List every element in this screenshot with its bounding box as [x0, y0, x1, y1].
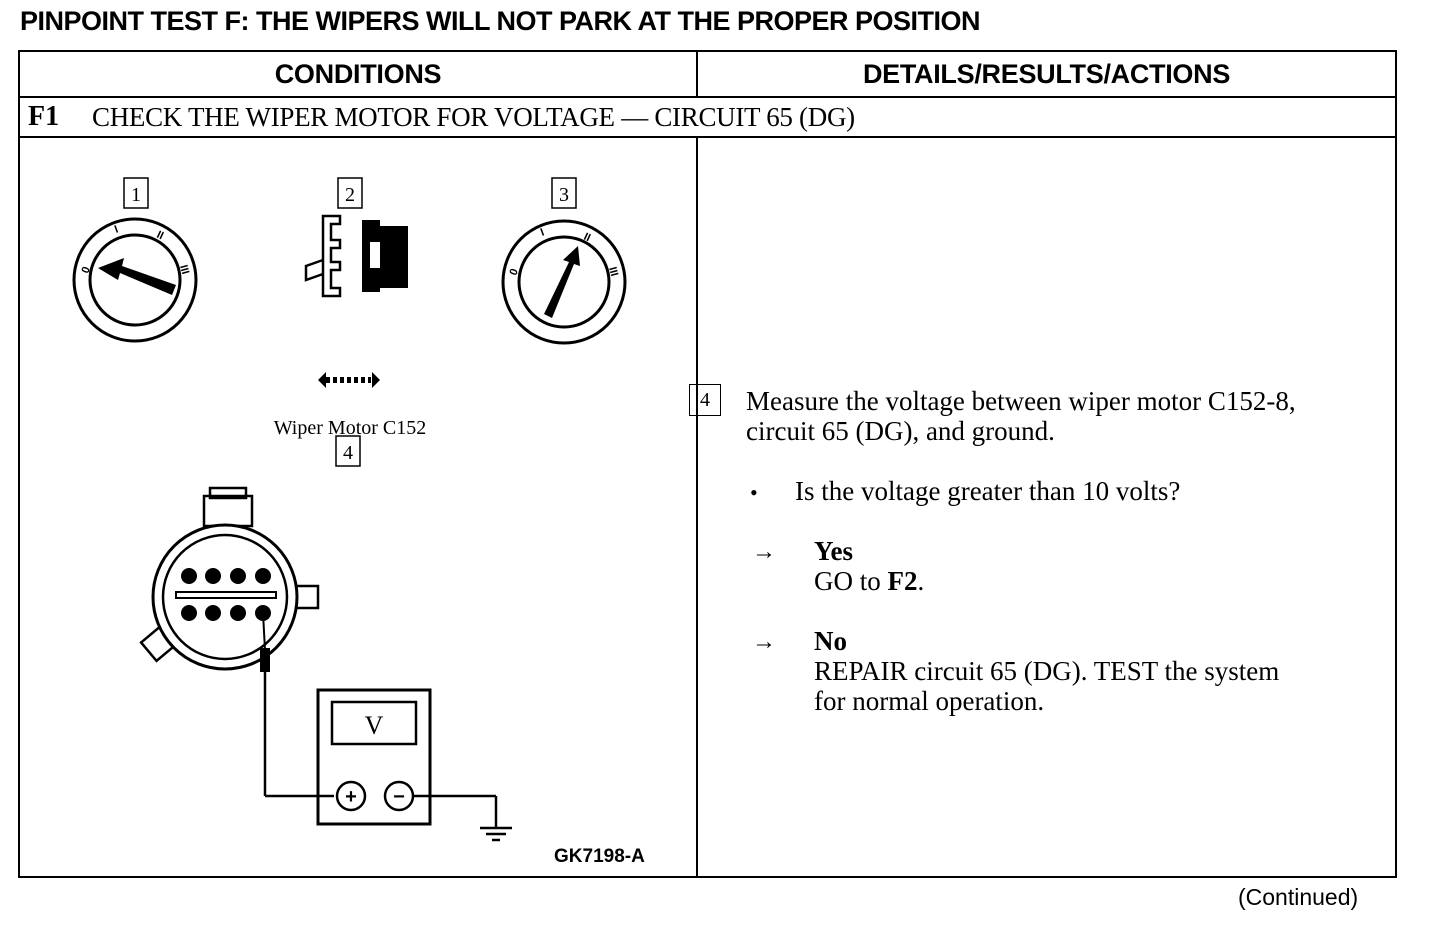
- voltmeter-icon: V + −: [316, 688, 432, 826]
- step-number-box: 4: [689, 384, 721, 416]
- step-2-box: 2: [337, 177, 363, 209]
- header-rule: [20, 96, 1395, 98]
- ground-icon: [413, 794, 512, 842]
- yes-action-link[interactable]: F2: [887, 566, 918, 596]
- svg-text:1: 1: [131, 184, 141, 206]
- continued-note: (Continued): [1238, 884, 1359, 910]
- bullet-icon: •: [750, 480, 758, 505]
- probe-lead: [260, 612, 334, 798]
- column-divider: [696, 138, 698, 876]
- svg-text:4: 4: [343, 442, 353, 464]
- header-divider: [696, 52, 698, 96]
- step-1-box: 1: [123, 177, 149, 209]
- svg-text:I: I: [539, 226, 546, 238]
- svg-text:−: −: [393, 786, 405, 808]
- connector-caption: Wiper Motor C152: [274, 417, 427, 439]
- svg-text:I: I: [113, 223, 120, 235]
- wiper-motor-connector-icon: [304, 214, 408, 388]
- connector-face-icon: [139, 486, 320, 671]
- no-action: REPAIR circuit 65 (DG). TEST the system …: [814, 656, 1280, 716]
- no-label: No: [814, 626, 847, 656]
- conditions-header: CONDITIONS: [274, 59, 442, 89]
- step-3-box: 3: [551, 177, 577, 209]
- wiper-motor-diagram: 1 2 3 4 0 I II III: [72, 177, 645, 867]
- step-id: F1: [28, 101, 60, 132]
- ignition-switch-run-icon: 0 I II III: [501, 219, 627, 345]
- svg-text:V: V: [365, 711, 384, 740]
- svg-text:3: 3: [559, 184, 569, 206]
- arrow-right-icon: →: [752, 539, 776, 565]
- details-header: DETAILS/RESULTS/ACTIONS: [862, 59, 1231, 89]
- svg-text:III: III: [606, 266, 620, 278]
- figure-id: GK7198-A: [554, 846, 645, 867]
- step-4-box: 4: [335, 435, 361, 467]
- page-title: PINPOINT TEST F: THE WIPERS WILL NOT PAR…: [20, 6, 981, 36]
- svg-text:+: +: [345, 786, 357, 808]
- svg-text:II: II: [155, 229, 166, 242]
- svg-text:III: III: [177, 264, 191, 276]
- svg-text:0: 0: [80, 265, 93, 275]
- step-title: CHECK THE WIPER MOTOR FOR VOLTAGE — CIRC…: [92, 102, 855, 132]
- test-table: CONDITIONS DETAILS/RESULTS/ACTIONS F1 CH…: [18, 50, 1397, 878]
- svg-text:0: 0: [508, 267, 521, 277]
- yes-action: GO to F2.: [814, 566, 925, 596]
- svg-text:II: II: [582, 231, 593, 244]
- svg-text:2: 2: [345, 184, 355, 206]
- question-text: Is the voltage greater than 10 volts?: [795, 476, 1181, 506]
- arrow-right-icon: →: [752, 629, 776, 655]
- step-rule: [20, 136, 1395, 138]
- step-row: F1 CHECK THE WIPER MOTOR FOR VOLTAGE — C…: [20, 98, 1395, 138]
- instruction-text: Measure the voltage between wiper motor …: [746, 386, 1296, 446]
- yes-label: Yes: [814, 536, 853, 566]
- ignition-switch-off-icon: 0 I II III: [72, 217, 198, 343]
